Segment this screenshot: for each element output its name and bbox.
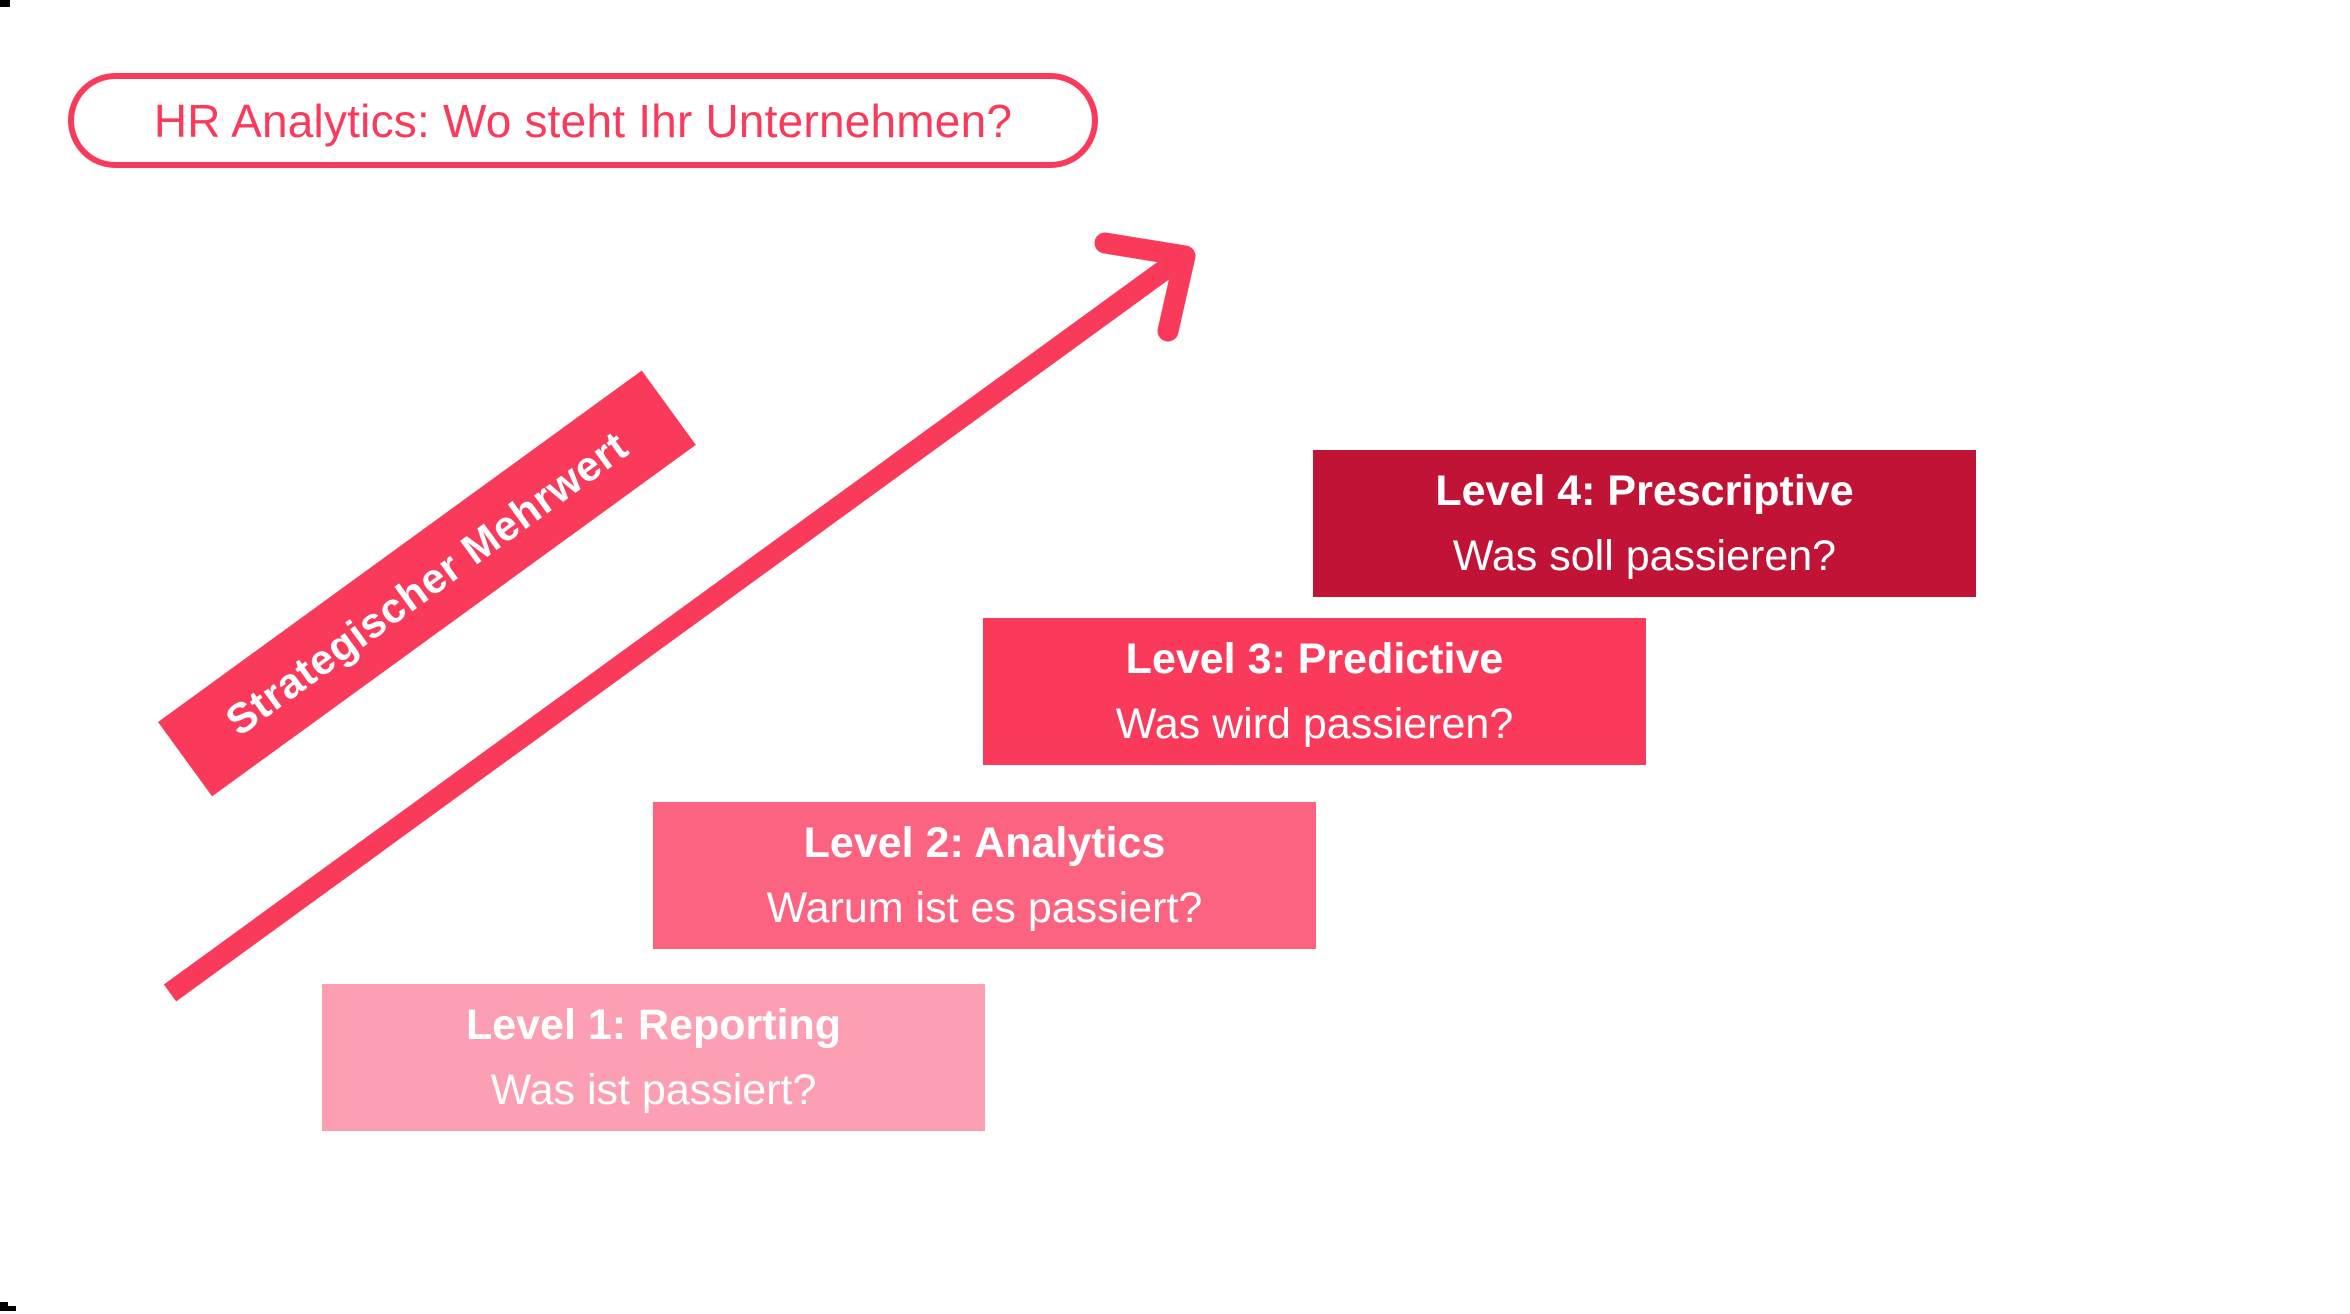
- level-1-box: Level 1: Reporting Was ist passiert?: [322, 984, 985, 1131]
- page-title: HR Analytics: Wo steht Ihr Unternehmen?: [153, 94, 1013, 147]
- strategic-value-band: Strategischer Mehrwert: [158, 370, 696, 797]
- crop-mark-bottom-left-2: [8, 1306, 16, 1311]
- strategic-value-label: Strategischer Mehrwert: [216, 421, 637, 745]
- level-1-question: Was ist passiert?: [490, 1065, 817, 1114]
- title-badge: HR Analytics: Wo steht Ihr Unternehmen?: [68, 73, 1098, 168]
- level-1-title: Level 1: Reporting: [465, 1001, 842, 1049]
- level-2-title: Level 2: Analytics: [803, 819, 1166, 867]
- level-4-question: Was soll passieren?: [1452, 531, 1837, 580]
- arrow-head: [1094, 232, 1196, 342]
- level-2-box: Level 2: Analytics Warum ist es passiert…: [653, 802, 1316, 949]
- level-2-question: Warum ist es passiert?: [766, 883, 1203, 932]
- level-3-box: Level 3: Predictive Was wird passieren?: [983, 618, 1646, 765]
- crop-mark-bottom-left: [0, 1302, 8, 1311]
- level-4-box: Level 4: Prescriptive Was soll passieren…: [1313, 450, 1976, 597]
- level-3-question: Was wird passieren?: [1115, 699, 1514, 748]
- level-3-title: Level 3: Predictive: [1125, 635, 1504, 683]
- level-4-title: Level 4: Prescriptive: [1435, 467, 1854, 515]
- crop-mark-top-left: [0, 0, 10, 7]
